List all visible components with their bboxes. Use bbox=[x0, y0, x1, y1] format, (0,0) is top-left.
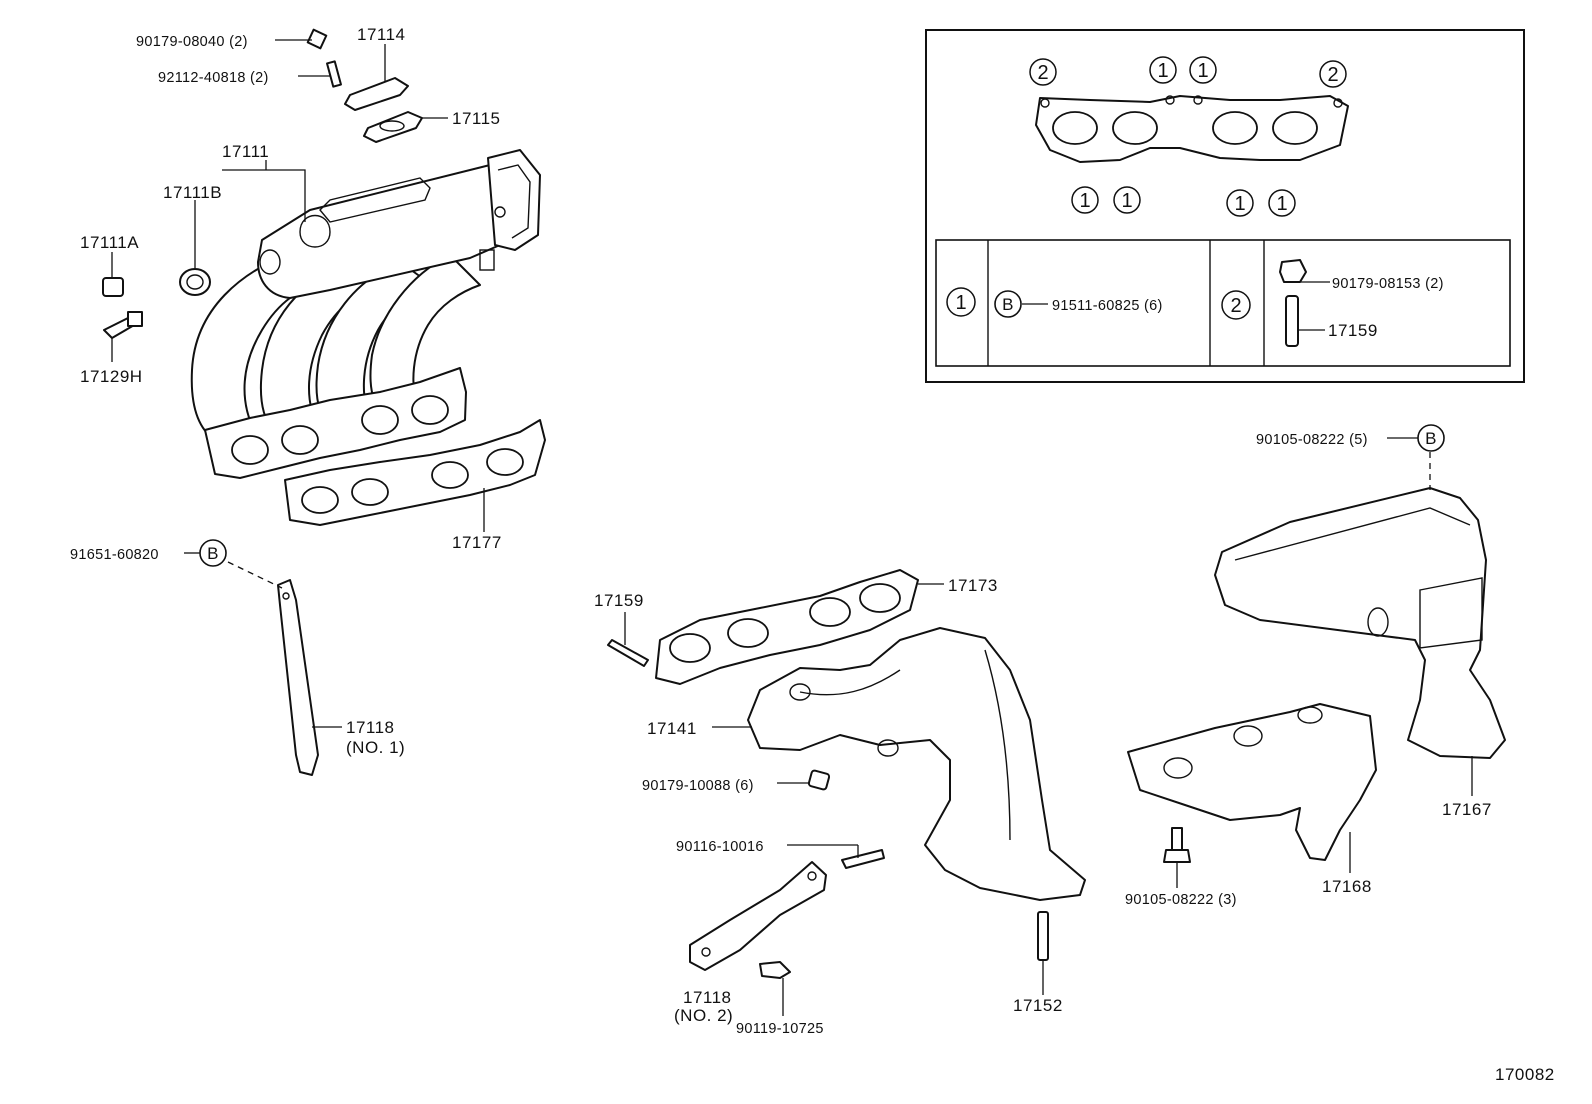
table-key-two: 2 bbox=[1230, 295, 1241, 317]
marker-two-a: 2 bbox=[1037, 62, 1048, 84]
label-17114: 17114 bbox=[357, 25, 406, 44]
bolt-17111A bbox=[102, 277, 124, 297]
label-17177: 17177 bbox=[452, 533, 502, 552]
part-labels: 90179-08040 (2) 17114 92112-40818 (2) 17… bbox=[70, 25, 1555, 1084]
nut-90179-10088 bbox=[807, 769, 831, 791]
table-key-one: 1 bbox=[955, 292, 966, 314]
label-90116-10016: 90116-10016 bbox=[676, 839, 764, 855]
stud-92112-40818 bbox=[326, 60, 342, 88]
marker-b-table-text: B bbox=[1002, 295, 1014, 314]
label-90179-08153: 90179-08153 (2) bbox=[1332, 276, 1444, 292]
marker-b-table: B bbox=[994, 290, 1022, 318]
bolt-90119-10725 bbox=[759, 961, 791, 979]
label-17129H: 17129H bbox=[80, 367, 143, 386]
label-17118-no2-sub: (NO. 2) bbox=[674, 1006, 733, 1025]
gasket-detail-box bbox=[925, 29, 1525, 383]
marker-b-left-text: B bbox=[207, 544, 219, 563]
sensor-17129H bbox=[103, 311, 143, 339]
label-90119-10725: 90119-10725 bbox=[736, 1021, 824, 1037]
label-90179-08040: 90179-08040 (2) bbox=[136, 34, 248, 50]
label-90105-08222-5: 90105-08222 (5) bbox=[1256, 432, 1368, 448]
marker-b-right: B bbox=[1417, 424, 1445, 452]
stud-17152 bbox=[1037, 911, 1049, 961]
gasket-markers: 2 1 1 2 1 1 1 1 1 2 bbox=[946, 56, 1347, 320]
stud-90116-10016 bbox=[841, 849, 885, 869]
plug-17111B bbox=[179, 268, 211, 296]
label-17159: 17159 bbox=[594, 591, 644, 610]
label-90179-10088: 90179-10088 (6) bbox=[642, 778, 754, 794]
label-17167: 17167 bbox=[1442, 800, 1492, 819]
label-17152: 17152 bbox=[1013, 996, 1063, 1015]
bolt-90105-08222-lower bbox=[1163, 827, 1191, 863]
label-17173: 17173 bbox=[948, 576, 998, 595]
marker-two-b: 2 bbox=[1327, 64, 1338, 86]
marker-one-b: 1 bbox=[1197, 60, 1208, 82]
stud-17159 bbox=[607, 639, 649, 667]
marker-one-d: 1 bbox=[1121, 190, 1132, 212]
label-17111A: 17111A bbox=[80, 233, 139, 252]
marker-one-c: 1 bbox=[1079, 190, 1090, 212]
label-17111B: 17111B bbox=[163, 183, 222, 202]
intake-manifold bbox=[190, 149, 541, 479]
label-17159-table: 17159 bbox=[1328, 321, 1378, 340]
manifold-stay-17118-no2 bbox=[689, 861, 827, 971]
exhaust-gasket-17173 bbox=[655, 569, 919, 685]
label-92112-40818: 92112-40818 (2) bbox=[158, 70, 269, 86]
label-90105-08222-3: 90105-08222 (3) bbox=[1125, 892, 1237, 908]
label-91651-60820: 91651-60820 bbox=[70, 547, 159, 563]
manifold-stay-17118-no1 bbox=[277, 579, 319, 776]
heat-insulator-17168 bbox=[1127, 703, 1377, 861]
gasket-17114 bbox=[344, 77, 409, 111]
marker-b-right-text: B bbox=[1425, 429, 1437, 448]
label-17141: 17141 bbox=[647, 719, 697, 738]
label-17118-no1-sub: (NO. 1) bbox=[346, 738, 405, 757]
heat-insulator-17167 bbox=[1214, 487, 1506, 759]
label-17168: 17168 bbox=[1322, 877, 1372, 896]
leader-lines bbox=[111, 39, 1473, 1016]
label-91511-60825: 91511-60825 (6) bbox=[1052, 298, 1163, 314]
marker-one-a: 1 bbox=[1157, 60, 1168, 82]
figure-number: 170082 bbox=[1495, 1065, 1555, 1084]
label-17118-no1: 17118 bbox=[346, 718, 395, 737]
label-17118-no2: 17118 bbox=[683, 988, 732, 1007]
intake-gasket-17177 bbox=[284, 419, 546, 526]
marker-one-f: 1 bbox=[1276, 193, 1287, 215]
label-17115: 17115 bbox=[452, 109, 501, 128]
gasket-17115 bbox=[363, 111, 423, 143]
label-17111: 17111 bbox=[222, 142, 269, 161]
marker-one-e: 1 bbox=[1234, 193, 1245, 215]
marker-b-left: B bbox=[199, 539, 227, 567]
nut-90179-08040 bbox=[306, 28, 328, 50]
exhaust-manifold-17141 bbox=[747, 627, 1086, 901]
